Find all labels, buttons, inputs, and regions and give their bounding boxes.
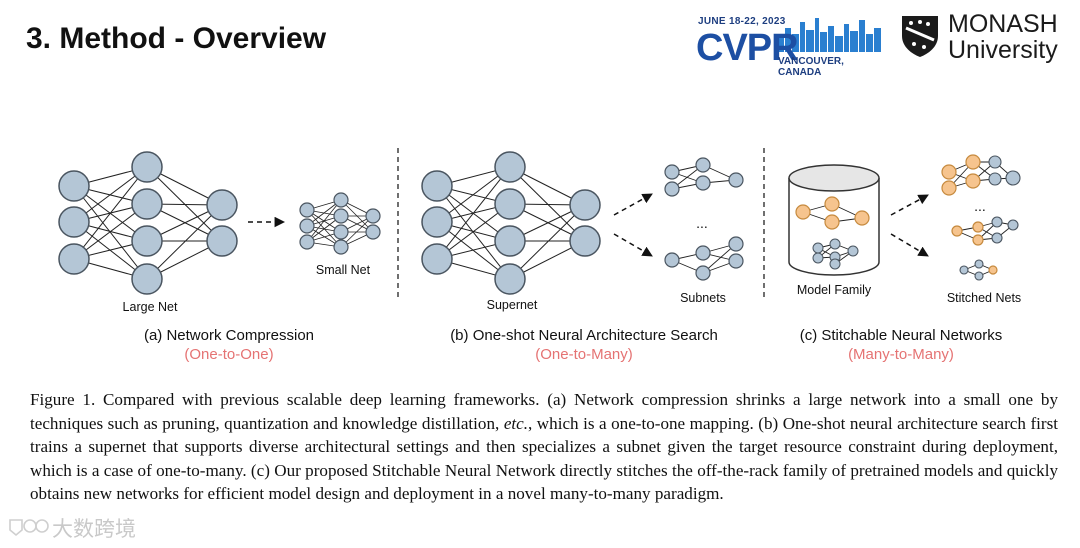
node [365, 208, 381, 224]
stitch-node [951, 225, 963, 237]
node [988, 155, 1002, 169]
stitch-node [972, 234, 984, 246]
node [333, 239, 349, 255]
stitched-ellipsis: ... [974, 198, 986, 214]
stitch-node [941, 180, 957, 196]
node [494, 263, 526, 295]
node [494, 225, 526, 257]
stitch-node [854, 210, 870, 226]
node [365, 224, 381, 240]
subnets-label: Subnets [680, 291, 726, 305]
cvpr-date: JUNE 18-22, 2023 [698, 16, 786, 27]
university-name: MONASH [948, 10, 1058, 38]
node [991, 216, 1003, 228]
node [333, 224, 349, 240]
figure-diagram: ... [58, 148, 1021, 363]
node [131, 151, 163, 183]
stitch-node [965, 154, 981, 170]
node [728, 253, 744, 269]
panel-a-relation: (One-to-One) [184, 346, 273, 363]
node [58, 206, 90, 238]
stitch-node [965, 173, 981, 189]
node [728, 236, 744, 252]
node [333, 208, 349, 224]
dashed-arrow [613, 233, 653, 257]
large-net [73, 166, 223, 280]
node [974, 271, 984, 281]
stitch-node [824, 196, 840, 212]
node [131, 188, 163, 220]
cvpr-name: CVPR [696, 27, 799, 69]
cvpr-city: VANCOUVER, CANADA [778, 56, 844, 78]
skyline-icon [776, 18, 881, 52]
stitch-node [941, 164, 957, 180]
node [974, 259, 984, 269]
stitch-node [972, 221, 984, 233]
node [1005, 170, 1021, 186]
supernet-label: Supernet [487, 298, 538, 312]
stitch-node [795, 204, 811, 220]
node [812, 252, 824, 264]
node [421, 170, 453, 202]
panel-c-relation: (Many-to-Many) [848, 346, 954, 363]
node [695, 157, 711, 173]
node [206, 189, 238, 221]
cvpr-logo: JUNE 18-22, 2023 CVPR VANCOUVER, CANADA [696, 10, 886, 78]
panel-c-label: (c) Stitchable Neural Networks [800, 327, 1003, 344]
panel-b-relation: (One-to-Many) [535, 346, 633, 363]
stitch-node [824, 214, 840, 230]
node [58, 170, 90, 202]
figure-caption: Figure 1. Compared with previous scalabl… [30, 388, 1058, 506]
node [728, 172, 744, 188]
small-net-label: Small Net [316, 263, 371, 277]
panel-b-label: (b) One-shot Neural Architecture Search [450, 327, 718, 344]
node [1007, 219, 1019, 231]
node [847, 245, 859, 257]
subnets-ellipsis: ... [696, 215, 708, 231]
stitch-node [988, 265, 998, 275]
node [299, 234, 315, 250]
caption-part-2: , which is a one-to-one mapping. (b) One… [30, 413, 1058, 504]
dashed-arrow [613, 193, 653, 216]
model-family-label: Model Family [797, 283, 872, 297]
monash-shield-icon [902, 16, 938, 57]
node [494, 151, 526, 183]
caption-etc: etc. [503, 413, 529, 433]
node [664, 164, 680, 180]
large-net-label: Large Net [123, 300, 178, 314]
node [569, 225, 601, 257]
caption-part-1: Figure 1. Compared with previous scalabl… [30, 390, 1058, 433]
node [829, 238, 841, 250]
node [333, 192, 349, 208]
dashed-arrow [890, 194, 929, 216]
node [58, 243, 90, 275]
node [959, 265, 969, 275]
node [988, 172, 1002, 186]
dashed-arrow [890, 233, 929, 257]
node [664, 181, 680, 197]
watermark-text: 大数跨境 [52, 517, 136, 541]
node [695, 175, 711, 191]
slide-title: 3. Method - Overview [26, 22, 327, 55]
stitched-nets-label: Stitched Nets [947, 291, 1021, 305]
node [695, 265, 711, 281]
node [569, 189, 601, 221]
node [812, 242, 824, 254]
watermark-logo-icon [9, 519, 49, 537]
node [829, 258, 841, 270]
node [299, 218, 315, 234]
node [421, 206, 453, 238]
node [131, 225, 163, 257]
node [494, 188, 526, 220]
node [991, 232, 1003, 244]
node [664, 252, 680, 268]
panel-a-label: (a) Network Compression [144, 327, 314, 344]
node [131, 263, 163, 295]
university-subname: University [948, 36, 1058, 64]
node [695, 245, 711, 261]
node [299, 202, 315, 218]
node [421, 243, 453, 275]
node [206, 225, 238, 257]
